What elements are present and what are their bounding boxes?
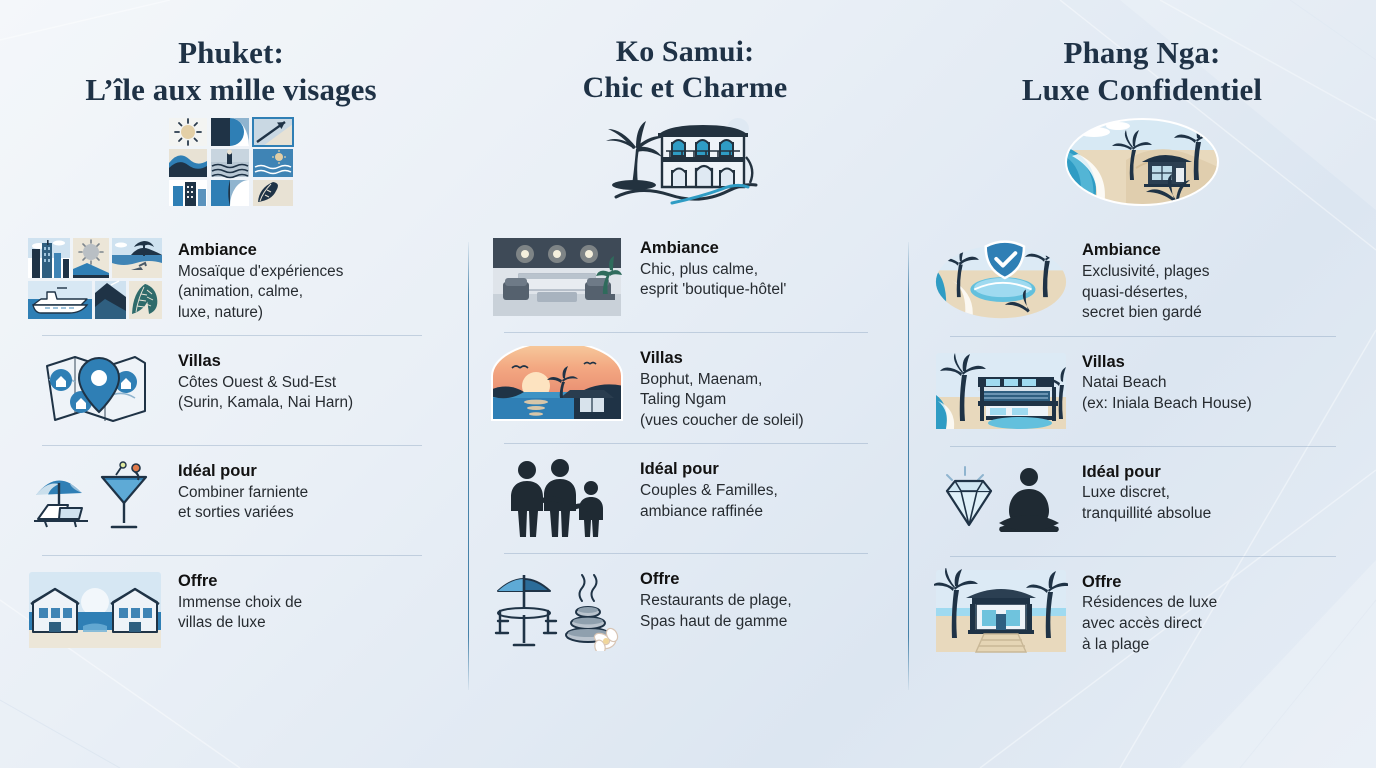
row-text: Idéal pour Luxe discret, tranquillité ab…	[1082, 458, 1211, 525]
row-ambiance: Ambiance Exclusivité, plages quasi-déser…	[934, 224, 1350, 335]
column-divider-2	[908, 242, 909, 690]
row-villas: Villas Côtes Ouest & Sud-Est (Surin, Kam…	[26, 335, 436, 445]
row-body: Côtes Ouest & Sud-Est (Surin, Kamala, Na…	[178, 373, 354, 411]
secluded-beach-villa-oval-icon	[934, 114, 1350, 210]
row-body: Restaurants de plage, Spas haut de gamme	[640, 592, 792, 630]
row-text: Idéal pour Combiner farniente et sorties…	[178, 457, 308, 523]
row-text: Idéal pour Couples & Familles, ambiance …	[640, 455, 778, 522]
row-text: Villas Côtes Ouest & Sud-Est (Surin, Kam…	[178, 347, 353, 413]
column-divider-1	[468, 242, 469, 690]
row-title: Offre	[640, 570, 680, 589]
row-text: Offre Résidences de luxe avec accès dire…	[1082, 568, 1217, 655]
row-body: Couples & Familles, ambiance raffinée	[640, 482, 778, 520]
row-offre: Offre Restaurants de plage, Spas haut de…	[488, 553, 882, 663]
row-villas: Villas Bophut, Maenam, Taling Ngam (vues…	[488, 332, 882, 443]
row-ambiance: Ambiance Chic, plus calme, esprit 'bouti…	[488, 222, 882, 332]
row-ideal-pour: Idéal pour Combiner farniente et sorties…	[26, 445, 436, 555]
row-title: Idéal pour	[1082, 462, 1161, 481]
row-text: Villas Bophut, Maenam, Taling Ngam (vues…	[640, 344, 804, 431]
column-phuket: Phuket: L’île aux mille visages	[0, 0, 462, 768]
row-title: Villas	[178, 352, 221, 371]
column-title-ko-samui: Ko Samui: Chic et Charme	[582, 35, 788, 104]
column-title-phang-nga: Phang Nga: Luxe Confidentiel	[1021, 35, 1263, 108]
sunset-villa-sea-icon	[488, 344, 626, 430]
mosaic-tiles-icon	[26, 114, 436, 210]
row-body: Bophut, Maenam, Taling Ngam (vues couche…	[640, 370, 804, 429]
beach-restaurant-spa-icon	[488, 565, 626, 652]
row-title: Offre	[1082, 572, 1122, 591]
row-text: Offre Restaurants de plage, Spas haut de…	[640, 565, 792, 632]
row-villas: Villas Natai Beach (ex: Iniala Beach Hou…	[934, 335, 1350, 446]
beach-lounger-cocktail-icon	[26, 457, 164, 543]
row-title: Ambiance	[178, 241, 257, 260]
boutique-hotel-palm-icon	[488, 112, 882, 208]
column-title-phuket: Phuket: L’île aux mille visages	[85, 35, 377, 108]
row-title: Villas	[640, 349, 683, 367]
column-ko-samui: Ko Samui: Chic et Charme	[462, 0, 908, 768]
row-text: Offre Immense choix de villas de luxe	[178, 567, 302, 633]
row-text: Villas Natai Beach (ex: Iniala Beach Hou…	[1082, 348, 1252, 415]
row-body: Luxe discret, tranquillité absolue	[1082, 484, 1212, 523]
beachfront-pavilion-icon	[934, 567, 1068, 654]
row-offre: Offre Résidences de luxe avec accès dire…	[934, 555, 1350, 667]
collage-city-beach-yacht-icon	[26, 236, 164, 322]
row-offre: Offre Immense choix de villas de luxe	[26, 555, 436, 665]
modern-beach-villa-icon	[934, 348, 1068, 434]
map-pin-locations-icon	[26, 347, 164, 433]
private-beach-shield-icon	[934, 236, 1068, 322]
row-title: Idéal pour	[178, 462, 257, 481]
row-title: Ambiance	[640, 239, 719, 257]
row-body: Résidences de luxe avec accès direct à l…	[1082, 594, 1218, 653]
row-text: Ambiance Mosaïque d'expériences (animati…	[178, 236, 343, 323]
rows-phuket: Ambiance Mosaïque d'expériences (animati…	[26, 224, 436, 665]
row-title: Villas	[1082, 352, 1125, 371]
row-ambiance: Ambiance Mosaïque d'expériences (animati…	[26, 224, 436, 335]
row-ideal-pour: Idéal pour Luxe discret, tranquillité ab…	[934, 445, 1350, 556]
row-body: Exclusivité, plages quasi-désertes, secr…	[1082, 263, 1210, 322]
row-text: Ambiance Chic, plus calme, esprit 'bouti…	[640, 234, 786, 301]
row-title: Ambiance	[1082, 241, 1161, 260]
family-group-icon	[488, 455, 626, 541]
row-body: Chic, plus calme, esprit 'boutique-hôtel…	[640, 260, 787, 299]
row-title: Idéal pour	[640, 460, 719, 479]
row-title: Offre	[178, 572, 218, 591]
luxury-villas-sunset-icon	[26, 567, 164, 653]
row-text: Ambiance Exclusivité, plages quasi-déser…	[1082, 236, 1210, 323]
row-body: Combiner farniente et sorties variées	[178, 483, 309, 521]
row-ideal-pour: Idéal pour Couples & Familles, ambiance …	[488, 443, 882, 553]
rows-phang-nga: Ambiance Exclusivité, plages quasi-déser…	[934, 224, 1350, 667]
hotel-lobby-interior-icon	[488, 234, 626, 320]
rows-ko-samui: Ambiance Chic, plus calme, esprit 'bouti…	[488, 222, 882, 663]
row-body: Mosaïque d'expériences (animation, calme…	[178, 263, 344, 321]
column-phang-nga: Phang Nga: Luxe Confidentiel	[908, 0, 1376, 768]
row-body: Immense choix de villas de luxe	[178, 593, 303, 631]
diamond-meditation-icon	[934, 458, 1068, 544]
row-body: Natai Beach (ex: Iniala Beach House)	[1082, 374, 1252, 413]
